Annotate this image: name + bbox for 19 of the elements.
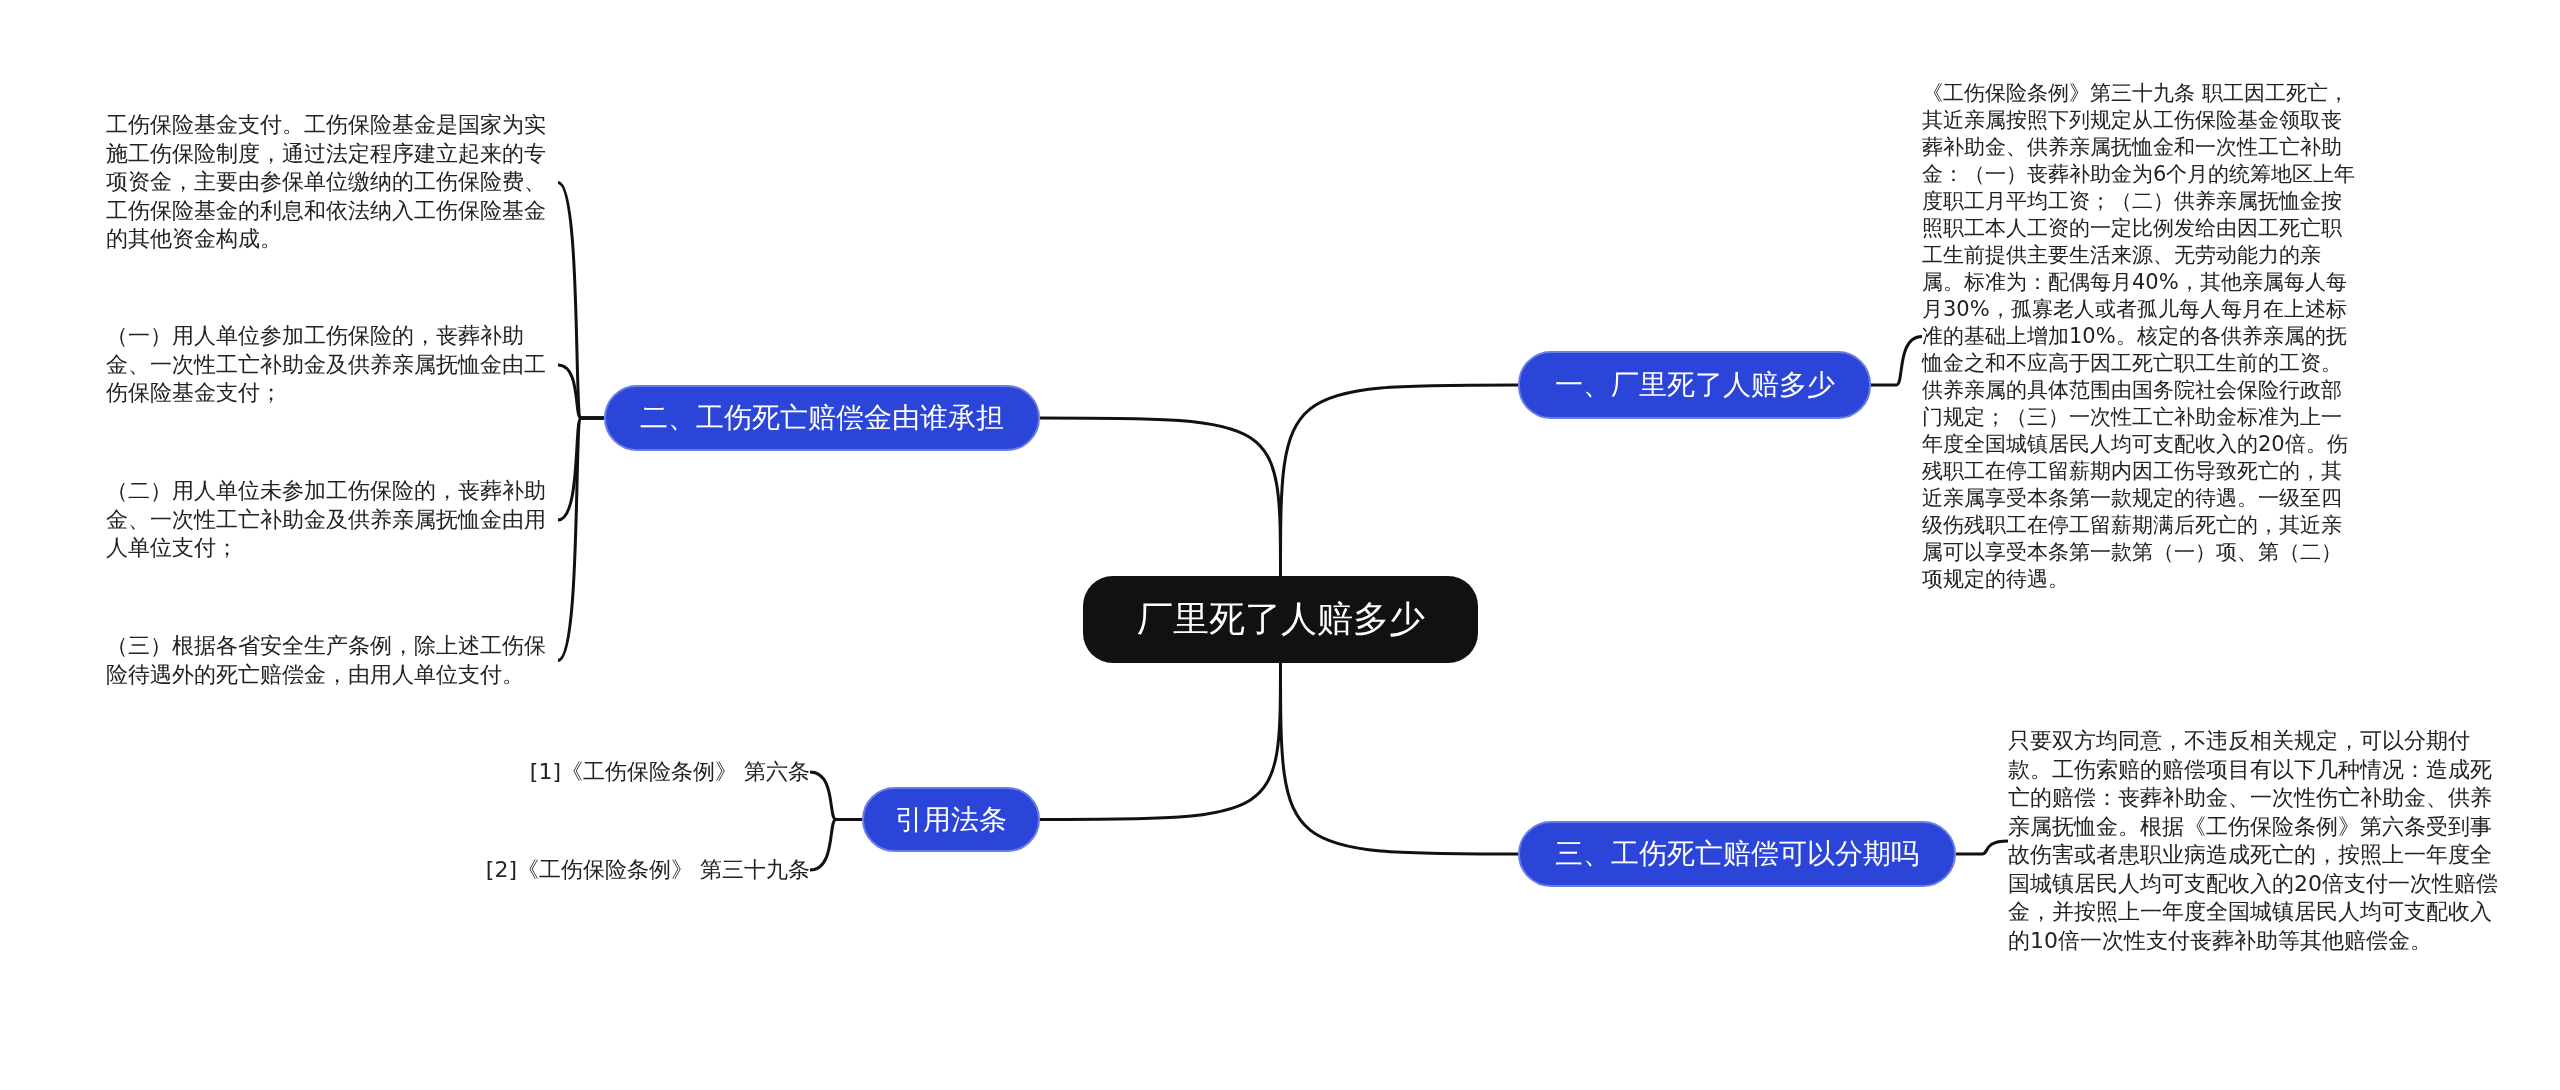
note-text: （三）根据各省安全生产条例，除上述工伤保险待遇外的死亡赔偿金，由用人单位支付。	[106, 632, 558, 689]
note-text: 《工伤保险条例》第三十九条 职工因工死亡，其近亲属按照下列规定从工伤保险基金领取丧葬补助金、供养亲属抚恤金和一次性工亡补助金：（一）丧葬补助金为6个月的统筹地区上年度职工月平均工资；（二）供养亲属抚恤金按照职工本人工资的一定比例发给由因工死亡职工生前提供主要生活来源、无劳动能力的亲属。标准为：配偶每月40%，其他亲属每人每月30%，孤寡老人或者孤儿每人每月在上述标准的基础上增加10%。核定的各供养亲属的抚恤金之和不应高于因工死亡职工生前的工资。供养亲属的具体范围由国务院社会保险行政部门规定；（三）一次性工亡补助金标准为上一年度全国城镇居民人均可支配收入的20倍。伤残职工在停工留薪期内因工伤导致死亡的，其近亲属享受本条第一款规定的待遇。一级至四级伤残职工在停工留薪期满后死亡的，其近亲属可以享受本条第一款第（一）项、第（二）项规定的待遇。	[1922, 80, 2362, 593]
topic-pill: 二、工伤死亡赔偿金由谁承担	[604, 385, 1040, 451]
note-text: （二）用人单位未参加工伤保险的，丧葬补助金、一次性工亡补助金及供养亲属抚恤金由用人单位支付；	[106, 477, 558, 563]
connector-line	[1871, 335, 1923, 387]
note-text: 只要双方均同意，不违反相关规定，可以分期付款。工伤索赔的赔偿项目有以下几种情况：造成死亡的赔偿：丧葬补助金、一次性伤亡补助金、供养亲属抚恤金。根据《工伤保险条例》第六条受到事故伤害或者患职业病造成死亡的，按照上一年度全国城镇居民人均可支配收入的20倍支付一次性赔偿金，并按照上一年度全国城镇居民人均可支配收入的10倍一次性支付丧葬补助等其他赔偿金。	[2008, 727, 2513, 955]
note-text: 工伤保险基金支付。工伤保险基金是国家为实施工伤保险制度，通过法定程序建立起来的专项资金，主要由参保单位缴纳的工伤保险费、工伤保险基金的利息和依法纳入工伤保险基金的其他资金构成。	[106, 111, 558, 254]
topic-pill: 三、工伤死亡赔偿可以分期吗	[1518, 821, 1956, 887]
connector-line	[1279, 663, 1518, 856]
citation-text: [2]《工伤保险条例》 第三十九条	[450, 856, 810, 884]
citation-text: [1]《工伤保险条例》 第六条	[450, 758, 810, 786]
root-topic: 厂里死了人赔多少	[1083, 576, 1478, 663]
connector-line	[1040, 416, 1282, 576]
topic-pill: 一、厂里死了人赔多少	[1518, 351, 1871, 419]
connector-line	[809, 818, 862, 872]
connector-line	[557, 416, 604, 662]
connector-line	[1956, 839, 2009, 856]
note-text: （一）用人单位参加工伤保险的，丧葬补助金、一次性工亡补助金及供养亲属抚恤金由工伤保险基金支付；	[106, 322, 558, 408]
topic-pill: 引用法条	[862, 787, 1040, 852]
